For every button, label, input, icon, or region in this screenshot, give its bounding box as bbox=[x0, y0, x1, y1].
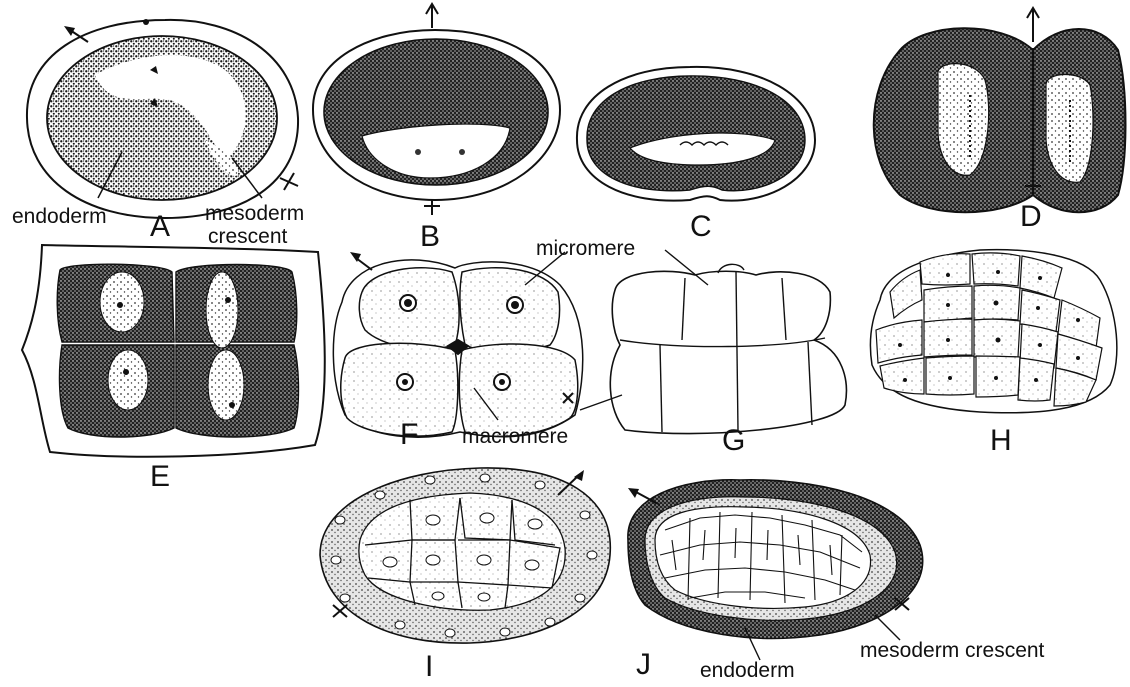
panel-d-letter: D bbox=[1020, 202, 1042, 232]
panel-a-letter: A bbox=[150, 212, 170, 242]
panel-d-two-cell bbox=[874, 8, 1126, 212]
panel-f-letter: F bbox=[400, 420, 418, 450]
panel-i-blastula bbox=[320, 468, 610, 643]
panel-j-gastrula bbox=[628, 480, 923, 660]
panel-g-sixteen-cell bbox=[580, 250, 846, 434]
panel-g-letter: G bbox=[722, 426, 745, 456]
panel-b-egg bbox=[313, 4, 560, 215]
panel-f-micromere-label: micromere bbox=[536, 238, 635, 259]
panel-f-eight-cell bbox=[333, 252, 582, 437]
panel-f-macromere-label: macromere bbox=[462, 426, 568, 447]
panel-a-crescent-label: crescent bbox=[208, 226, 287, 247]
panel-c-letter: C bbox=[690, 212, 712, 242]
panel-c-egg bbox=[577, 67, 815, 201]
panel-j-mesoderm-crescent-label: mesoderm crescent bbox=[860, 640, 1044, 661]
panel-e-four-cell bbox=[22, 245, 325, 457]
panel-a-egg bbox=[27, 19, 298, 218]
panel-b-letter: B bbox=[420, 222, 440, 252]
panel-j-endoderm-label: endoderm bbox=[700, 660, 795, 681]
panel-h-letter: H bbox=[990, 426, 1012, 456]
panel-a-mesoderm-label: mesoderm bbox=[205, 203, 304, 224]
panel-e-letter: E bbox=[150, 462, 170, 492]
panel-a-endoderm-label: endoderm bbox=[12, 206, 107, 227]
panel-h-morula bbox=[870, 250, 1116, 413]
panel-i-letter: I bbox=[425, 652, 433, 682]
panel-j-letter: J bbox=[636, 650, 651, 680]
